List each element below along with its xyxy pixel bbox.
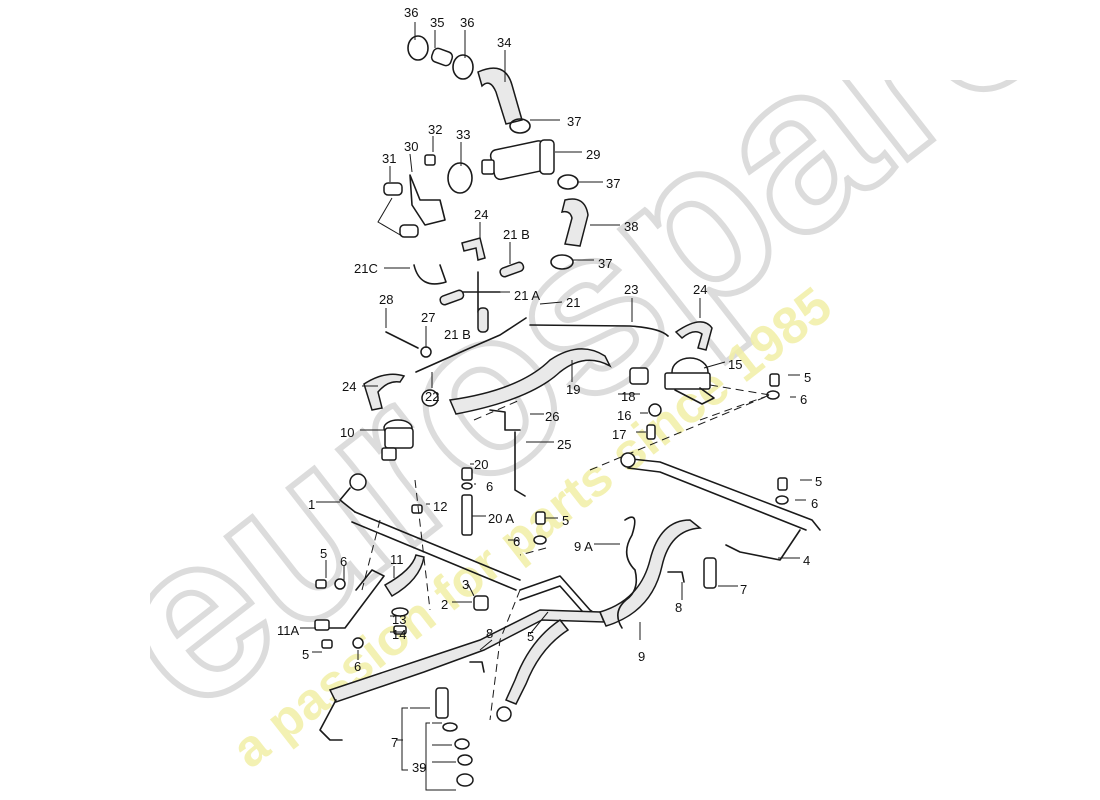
part-callout-5e[interactable]: 5 (527, 629, 535, 644)
hose-38-icon (560, 198, 589, 247)
bracket-11a-icon (319, 569, 385, 629)
part-callout-5d[interactable]: 5 (320, 546, 328, 561)
part-callout-6c[interactable]: 6 (811, 496, 819, 511)
elbow-hose-icon (461, 237, 486, 261)
part-callout-36b[interactable]: 36 (460, 15, 475, 30)
part-callout-19[interactable]: 19 (566, 382, 581, 397)
part-callout-11[interactable]: 11 (390, 552, 404, 567)
part-callout-6e[interactable]: 6 (340, 554, 348, 569)
nut-icon (424, 154, 436, 166)
part-callout-32[interactable]: 32 (428, 122, 443, 137)
part-callout-8b[interactable]: 8 (486, 626, 494, 641)
part-callout-14[interactable]: 14 (392, 627, 407, 642)
part-callout-38[interactable]: 38 (624, 219, 639, 234)
bracket-25-icon (489, 409, 526, 497)
hose-34-icon (477, 67, 523, 125)
part-callout-9A[interactable]: 9 A (574, 539, 593, 554)
hose-24-icon (674, 321, 713, 351)
part-callout-24c[interactable]: 24 (342, 379, 357, 394)
washer-icon (420, 346, 432, 358)
part-callout-37a[interactable]: 37 (567, 114, 582, 129)
part-callout-8a[interactable]: 8 (675, 600, 683, 615)
part-callout-35[interactable]: 35 (430, 15, 445, 30)
part-callout-39[interactable]: 39 (412, 760, 427, 775)
part-callout-13[interactable]: 13 (392, 612, 407, 627)
part-callout-20[interactable]: 20 (474, 457, 489, 472)
part-callout-30[interactable]: 30 (404, 139, 419, 154)
part-callout-21C[interactable]: 21C (354, 261, 378, 276)
part-callout-18[interactable]: 18 (621, 389, 636, 404)
part-callout-21B_bot[interactable]: 21 B (444, 327, 471, 342)
hose-clamp-icon (407, 35, 429, 61)
part-callout-31[interactable]: 31 (382, 151, 397, 166)
filter-icon (383, 182, 419, 238)
part-callout-7b[interactable]: 7 (391, 735, 399, 750)
hose-19-icon (448, 348, 612, 415)
hose-clamp-icon (447, 162, 473, 194)
part-callout-24a[interactable]: 24 (474, 207, 489, 222)
part-callout-37b[interactable]: 37 (606, 176, 621, 191)
part-callout-26[interactable]: 26 (545, 409, 560, 424)
coil-hose-9a-icon (617, 516, 638, 629)
part-callout-36a[interactable]: 36 (404, 5, 419, 20)
part-callout-16[interactable]: 16 (617, 408, 632, 423)
part-callout-15[interactable]: 15 (728, 357, 743, 372)
part-callout-21[interactable]: 21 (566, 295, 581, 310)
part-callout-7a[interactable]: 7 (740, 582, 748, 597)
part-callout-29[interactable]: 29 (586, 147, 601, 162)
part-callout-12[interactable]: 12 (433, 499, 448, 514)
part-callout-25[interactable]: 25 (557, 437, 572, 452)
part-callout-28[interactable]: 28 (379, 292, 394, 307)
part-callout-33[interactable]: 33 (456, 127, 471, 142)
part-callout-9[interactable]: 9 (638, 649, 646, 664)
injector-icon (435, 557, 717, 719)
part-callout-5c[interactable]: 5 (562, 513, 570, 528)
part-callout-21B_top[interactable]: 21 B (503, 227, 530, 242)
fuel-pump-icon (481, 139, 555, 181)
part-callout-23[interactable]: 23 (624, 282, 639, 297)
hose-clamp-icon (509, 118, 531, 134)
hose-11-icon (383, 554, 425, 598)
part-callout-6a[interactable]: 6 (800, 392, 808, 407)
part-callout-6f[interactable]: 6 (354, 659, 362, 674)
part-callout-6b[interactable]: 6 (486, 479, 494, 494)
seal-icon (442, 722, 474, 787)
part-callout-5f[interactable]: 5 (302, 647, 310, 662)
part-callout-10[interactable]: 10 (340, 425, 355, 440)
part-callout-3[interactable]: 3 (462, 577, 470, 592)
hose-clamp-icon (550, 254, 574, 270)
bracket-icon (409, 174, 446, 226)
part-callout-4[interactable]: 4 (803, 553, 811, 568)
part-callout-24b[interactable]: 24 (693, 282, 708, 297)
part-callout-5b[interactable]: 5 (815, 474, 823, 489)
part-callout-11A[interactable]: 11A (277, 623, 300, 638)
part-callout-2[interactable]: 2 (441, 597, 449, 612)
part-callout-34[interactable]: 34 (497, 35, 512, 50)
part-callout-20A[interactable]: 20 A (488, 511, 515, 526)
fuel-rail-right-icon (620, 452, 821, 561)
clip-8-icon (667, 571, 685, 583)
part-callout-17[interactable]: 17 (612, 427, 627, 442)
spacer-icon (461, 494, 473, 536)
part-callout-5a[interactable]: 5 (804, 370, 812, 385)
part-callout-21A[interactable]: 21 A (514, 288, 541, 303)
coupling-icon (430, 47, 454, 67)
part-callout-27[interactable]: 27 (421, 310, 436, 325)
fuel-pressure-regulator-icon (381, 419, 414, 461)
part-callout-6d[interactable]: 6 (513, 534, 521, 549)
pressure-damper-icon (664, 357, 715, 405)
part-callout-22[interactable]: 22 (425, 389, 440, 404)
hose-clamp-icon (557, 174, 579, 190)
clip-icon (411, 504, 423, 514)
part-callout-37c[interactable]: 37 (598, 256, 613, 271)
clip-21c-icon (413, 264, 447, 285)
bolt-icon (385, 331, 419, 349)
hose-clamp-icon (452, 54, 474, 80)
part-callout-1[interactable]: 1 (308, 497, 316, 512)
fuel-rail-left-icon (339, 473, 521, 591)
